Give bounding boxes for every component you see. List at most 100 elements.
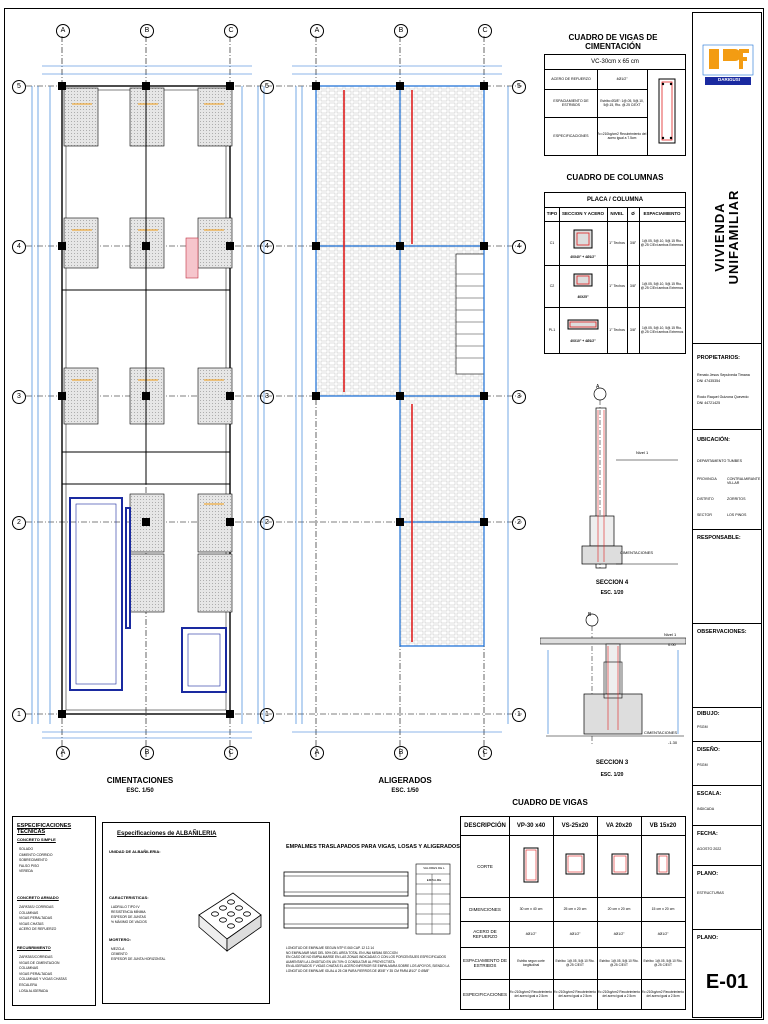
- section-3-drawing: [540, 613, 686, 746]
- masonry-box: Especificaciones de ALBAÑILERIA UNIDAD D…: [102, 822, 270, 1004]
- axis-bubble: C: [224, 24, 238, 38]
- columns-group-header: PLACA / COLUMNA: [545, 193, 685, 208]
- design-section: DISEÑO: PSGM: [693, 741, 761, 786]
- beams-header: VP-30 x40: [509, 817, 554, 835]
- tech-specs-heading: RECUBRIMIENTO: [17, 945, 51, 950]
- beams-row: DIMENCIONES 30 cm x 40 cm 25 cm x 20 cm …: [461, 897, 685, 922]
- masonry-mortar-heading: MORTERO:: [109, 937, 131, 942]
- beams-row-corte: CORTE: [461, 835, 685, 898]
- section-3-title: SECCION 3: [595, 760, 629, 766]
- slab-plan-scale: ESC. 1/50: [391, 788, 419, 794]
- axis-bubble: 3: [512, 390, 526, 404]
- section-4-cim-label: CIMENTACIONES: [620, 550, 654, 555]
- tech-specs-heading: CONCRETO ARMADO: [17, 895, 59, 900]
- beams-row: ESPECIFICACIONES f'c=210kg/cm2 Recubrimi…: [461, 979, 685, 1009]
- beam-section-drawing: [658, 78, 676, 144]
- fb-label: ACERO DE REFUERZO: [545, 69, 598, 90]
- beam-va-section: [611, 853, 629, 875]
- foundation-beams-title: CUADRO DE VIGAS DE CIMENTACIÓN: [568, 33, 658, 51]
- axis-bubble: 4: [12, 240, 26, 254]
- column-c1-section: [573, 229, 593, 249]
- masonry-char-list: LADRILLO TIPO IV RESISTENCIA MÍNIMA ESPE…: [111, 905, 147, 924]
- owners-section: PROPIETARIOS: Renato Jesus Sepulveda Tim…: [693, 343, 761, 430]
- axis-bubble: A: [310, 746, 324, 760]
- foundation-plan-title: CIMENTACIONES: [106, 776, 174, 785]
- beams-row: ACERO DE REFUERZO 4Ø1/2" 4Ø1/2" 4Ø1/2" 4…: [461, 921, 685, 948]
- axis-bubble: 5: [260, 80, 274, 94]
- tech-specs-list: ZAPATAS/ CORRIDAS COLUMNAS VIGAS PERALTA…: [19, 905, 57, 932]
- tech-specs-title: ESPECIFICACIONES TÉCNICAS: [17, 823, 72, 835]
- foundation-plan-scale: ESC. 1/50: [126, 788, 154, 794]
- axis-bubble: 2: [260, 516, 274, 530]
- axis-bubble: 4: [260, 240, 274, 254]
- foundation-beam-name: VC-30cm x 65 cm: [545, 55, 685, 70]
- column-c2-section: [573, 273, 593, 287]
- sheet-section: PLANO: E-01: [693, 929, 761, 1017]
- beams-table-title: CUADRO DE VIGAS: [512, 798, 588, 807]
- responsible-section: RESPONSABLE:: [693, 529, 761, 624]
- observations-section: OBSERVACIONES:: [693, 623, 761, 708]
- fb-label: ESPACIAMIENTO DE ESTRIBOS: [545, 89, 598, 118]
- axis-bubble: B: [394, 746, 408, 760]
- axis-bubble: A: [56, 24, 70, 38]
- drawing-section: DIBUJO: PSGM: [693, 707, 761, 742]
- axis-bubble: 2: [512, 516, 526, 530]
- section-3-level-label: Nivel 1: [664, 632, 677, 637]
- beam-vs-section: [565, 853, 585, 875]
- axis-bubble: 4: [512, 240, 526, 254]
- section-4-title: SECCION 4: [595, 580, 629, 586]
- foundation-plan: [26, 36, 272, 758]
- section-3-level-bottom: -1.30: [668, 740, 678, 745]
- tech-specs-list: ZAPATAS/CORRIDAS VIGAS DE CIMENTACION CO…: [19, 955, 67, 993]
- axis-bubble: B: [140, 24, 154, 38]
- title-block: DARIGUSI VIVIENDA UNIFAMILIAR PROPIETARI…: [692, 12, 762, 1018]
- axis-bubble: C: [478, 24, 492, 38]
- masonry-title: Especificaciones de ALBAÑILERIA: [117, 831, 217, 837]
- location-section: UBICACIÓN: DEPARTAMENTO TUMBES PROVINCIA…: [693, 429, 761, 530]
- axis-bubble: A: [56, 746, 70, 760]
- plan-section: PLANO: ESTRUCTURAS: [693, 865, 761, 930]
- beams-header: DESCRIPCIÓN: [461, 817, 510, 835]
- column-section-label: 40X40" + 4Ø1/2": [570, 255, 596, 259]
- axis-bubble: 2: [12, 516, 26, 530]
- col-header: Ø: [627, 207, 640, 221]
- scale-section: ESCALA: INDICADA: [693, 785, 761, 826]
- column-section-label: 40X25": [577, 295, 589, 299]
- section-3-scale: ESC. 1/20: [600, 772, 624, 778]
- beams-header: VA 20x20: [597, 817, 642, 835]
- sheet-frame: [4, 8, 764, 1020]
- splices-notes: LONGITUD DE EMPALME SEGUN NTP E.060 CAP.…: [286, 946, 450, 973]
- axis-bubble: 3: [260, 390, 274, 404]
- date-section: FECHA: AGOSTO 2022: [693, 825, 761, 866]
- column-row: C1 40X40" + 4Ø1/2" 1° Techos 3/8" 1@.05,…: [545, 221, 685, 266]
- col-header: ESPACIAMIENTO: [643, 211, 681, 216]
- tech-specs-list: SOLADO CIMIENTO CORRIDO SOBRECIMIENTO FA…: [19, 847, 53, 874]
- fb-value: 4Ø1/2": [597, 69, 648, 90]
- splices-title: EMPALMES TRASLAPADOS PARA VIGAS, LOSAS Y…: [286, 844, 460, 850]
- section-3-axis: B: [588, 612, 592, 618]
- splices-table-header: EMPALME: [426, 878, 442, 882]
- slab-plan-title: ALIGERADOS: [378, 776, 432, 785]
- section-4-level-label: Nivel 1: [636, 450, 649, 455]
- foundation-beams-table: VC-30cm x 65 cm ACERO DE REFUERZO 4Ø1/2"…: [544, 54, 686, 156]
- beams-header: VS-25x20: [553, 817, 598, 835]
- slab-plan: [276, 36, 522, 758]
- sheet-number: E-01: [705, 971, 749, 993]
- columns-table: PLACA / COLUMNA TIPO SECCION Y ACERO NIV…: [544, 192, 686, 354]
- axis-bubble: 5: [12, 80, 26, 94]
- masonry-char-heading: CARACTERISTICAS:: [109, 895, 149, 900]
- column-pl1-section: [567, 319, 599, 330]
- axis-bubble: B: [140, 746, 154, 760]
- fb-value: Estribo Ø3/8": 1@.05, 5@.10, 5@.15, Rto.…: [597, 89, 648, 118]
- beams-header-row: DESCRIPCIÓN VP-30 x40 VS-25x20 VA 20x20 …: [461, 817, 685, 836]
- axis-bubble: 1: [260, 708, 274, 722]
- fb-value: f'c=210kg/cm2 Recubrimiento del acero ig…: [597, 117, 648, 155]
- col-header: SECCION Y ACERO: [559, 207, 608, 221]
- project-name: VIVIENDA UNIFAMILIAR: [712, 189, 741, 285]
- section-4-axis: A: [596, 384, 600, 390]
- axis-bubble: C: [224, 746, 238, 760]
- axis-bubble: 5: [512, 80, 526, 94]
- column-row: PL1 40X10" + 4Ø1/2" 1° Techos 3/8" 1@.05…: [545, 307, 685, 353]
- beams-row: ESPACIAMIENTO DE ESTRIBOS Estribo segun …: [461, 947, 685, 980]
- column-section-label: 40X10" + 4Ø1/2": [570, 339, 596, 343]
